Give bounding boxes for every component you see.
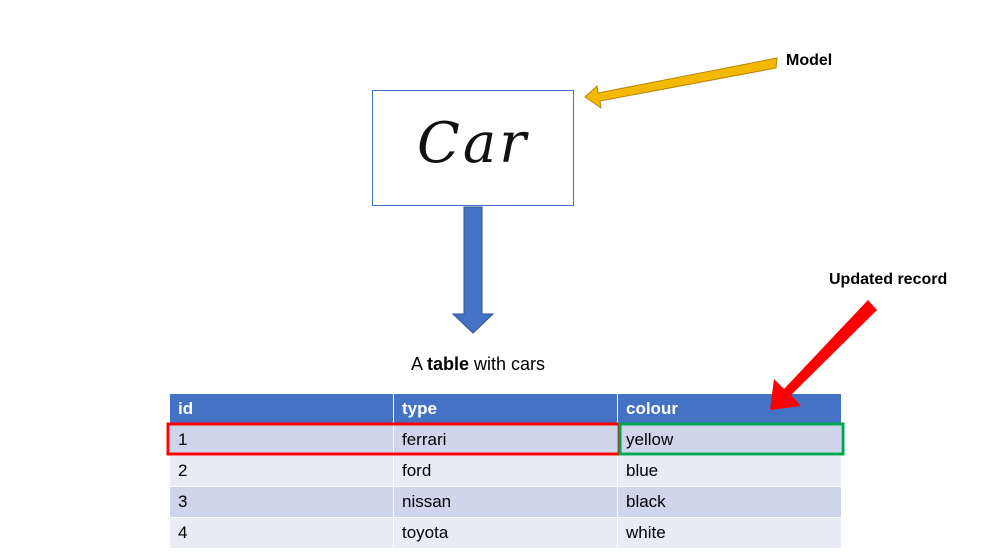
cell-id: 3 <box>170 486 394 518</box>
cell-type: toyota <box>393 517 618 548</box>
header-id: id <box>170 394 394 425</box>
caption-bold: table <box>426 354 469 374</box>
cars-table: id type colour 1 ferrari yellow 2 ford b… <box>170 394 841 548</box>
table-row: 3 nissan black <box>170 486 841 518</box>
model-label: Model <box>786 52 833 69</box>
header-type: type <box>393 394 618 425</box>
updated-record-arrow-icon <box>770 300 877 410</box>
cell-id: 2 <box>170 455 394 487</box>
model-word: Car <box>416 111 529 176</box>
table-header-row: id type colour <box>170 394 841 425</box>
down-arrow-icon <box>451 206 495 334</box>
cell-id: 1 <box>170 424 394 456</box>
cell-type: ferrari <box>393 424 618 456</box>
header-colour: colour <box>617 394 841 425</box>
table-caption: A table with cars <box>300 354 656 375</box>
table-row: 2 ford blue <box>170 455 841 487</box>
model-arrow-icon <box>584 57 778 110</box>
updated-row-highlight <box>166 422 621 456</box>
cell-id: 4 <box>170 517 394 548</box>
table-row: 4 toyota white <box>170 517 841 548</box>
cell-type: nissan <box>393 486 618 518</box>
updated-record-label: Updated record <box>829 271 948 288</box>
updated-cell-highlight <box>618 422 845 456</box>
model-box: Car <box>372 90 574 206</box>
cell-colour: white <box>617 517 841 548</box>
cell-colour: black <box>617 486 841 518</box>
caption-suffix: with cars <box>469 354 546 374</box>
cell-colour: blue <box>617 455 841 487</box>
table-row: 1 ferrari yellow <box>170 424 841 456</box>
cell-type: ford <box>393 455 618 487</box>
caption-prefix: A <box>410 354 427 374</box>
cell-colour: yellow <box>617 424 841 456</box>
